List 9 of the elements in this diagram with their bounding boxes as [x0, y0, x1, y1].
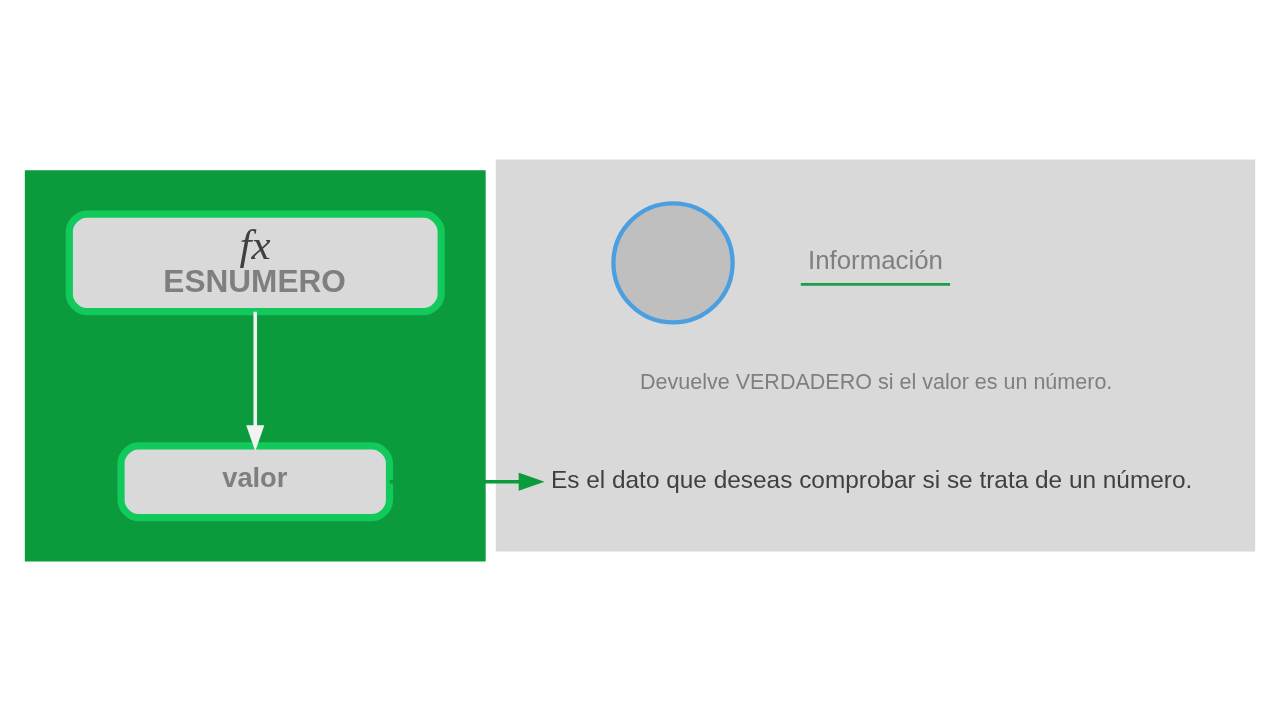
node-box: fx ESNUMERO — [65, 209, 445, 315]
label: Devuelve VERDADERO si el valor es un número. — [640, 369, 1113, 394]
cluster — [495, 159, 1256, 551]
node-circle — [611, 200, 735, 325]
node-text: Es el dato que deseas comprobar si se trata de un número. — [550, 465, 1193, 493]
label: Información — [807, 245, 943, 274]
arrow — [246, 311, 265, 451]
node-box: valor — [117, 441, 394, 521]
arrow — [389, 472, 545, 491]
